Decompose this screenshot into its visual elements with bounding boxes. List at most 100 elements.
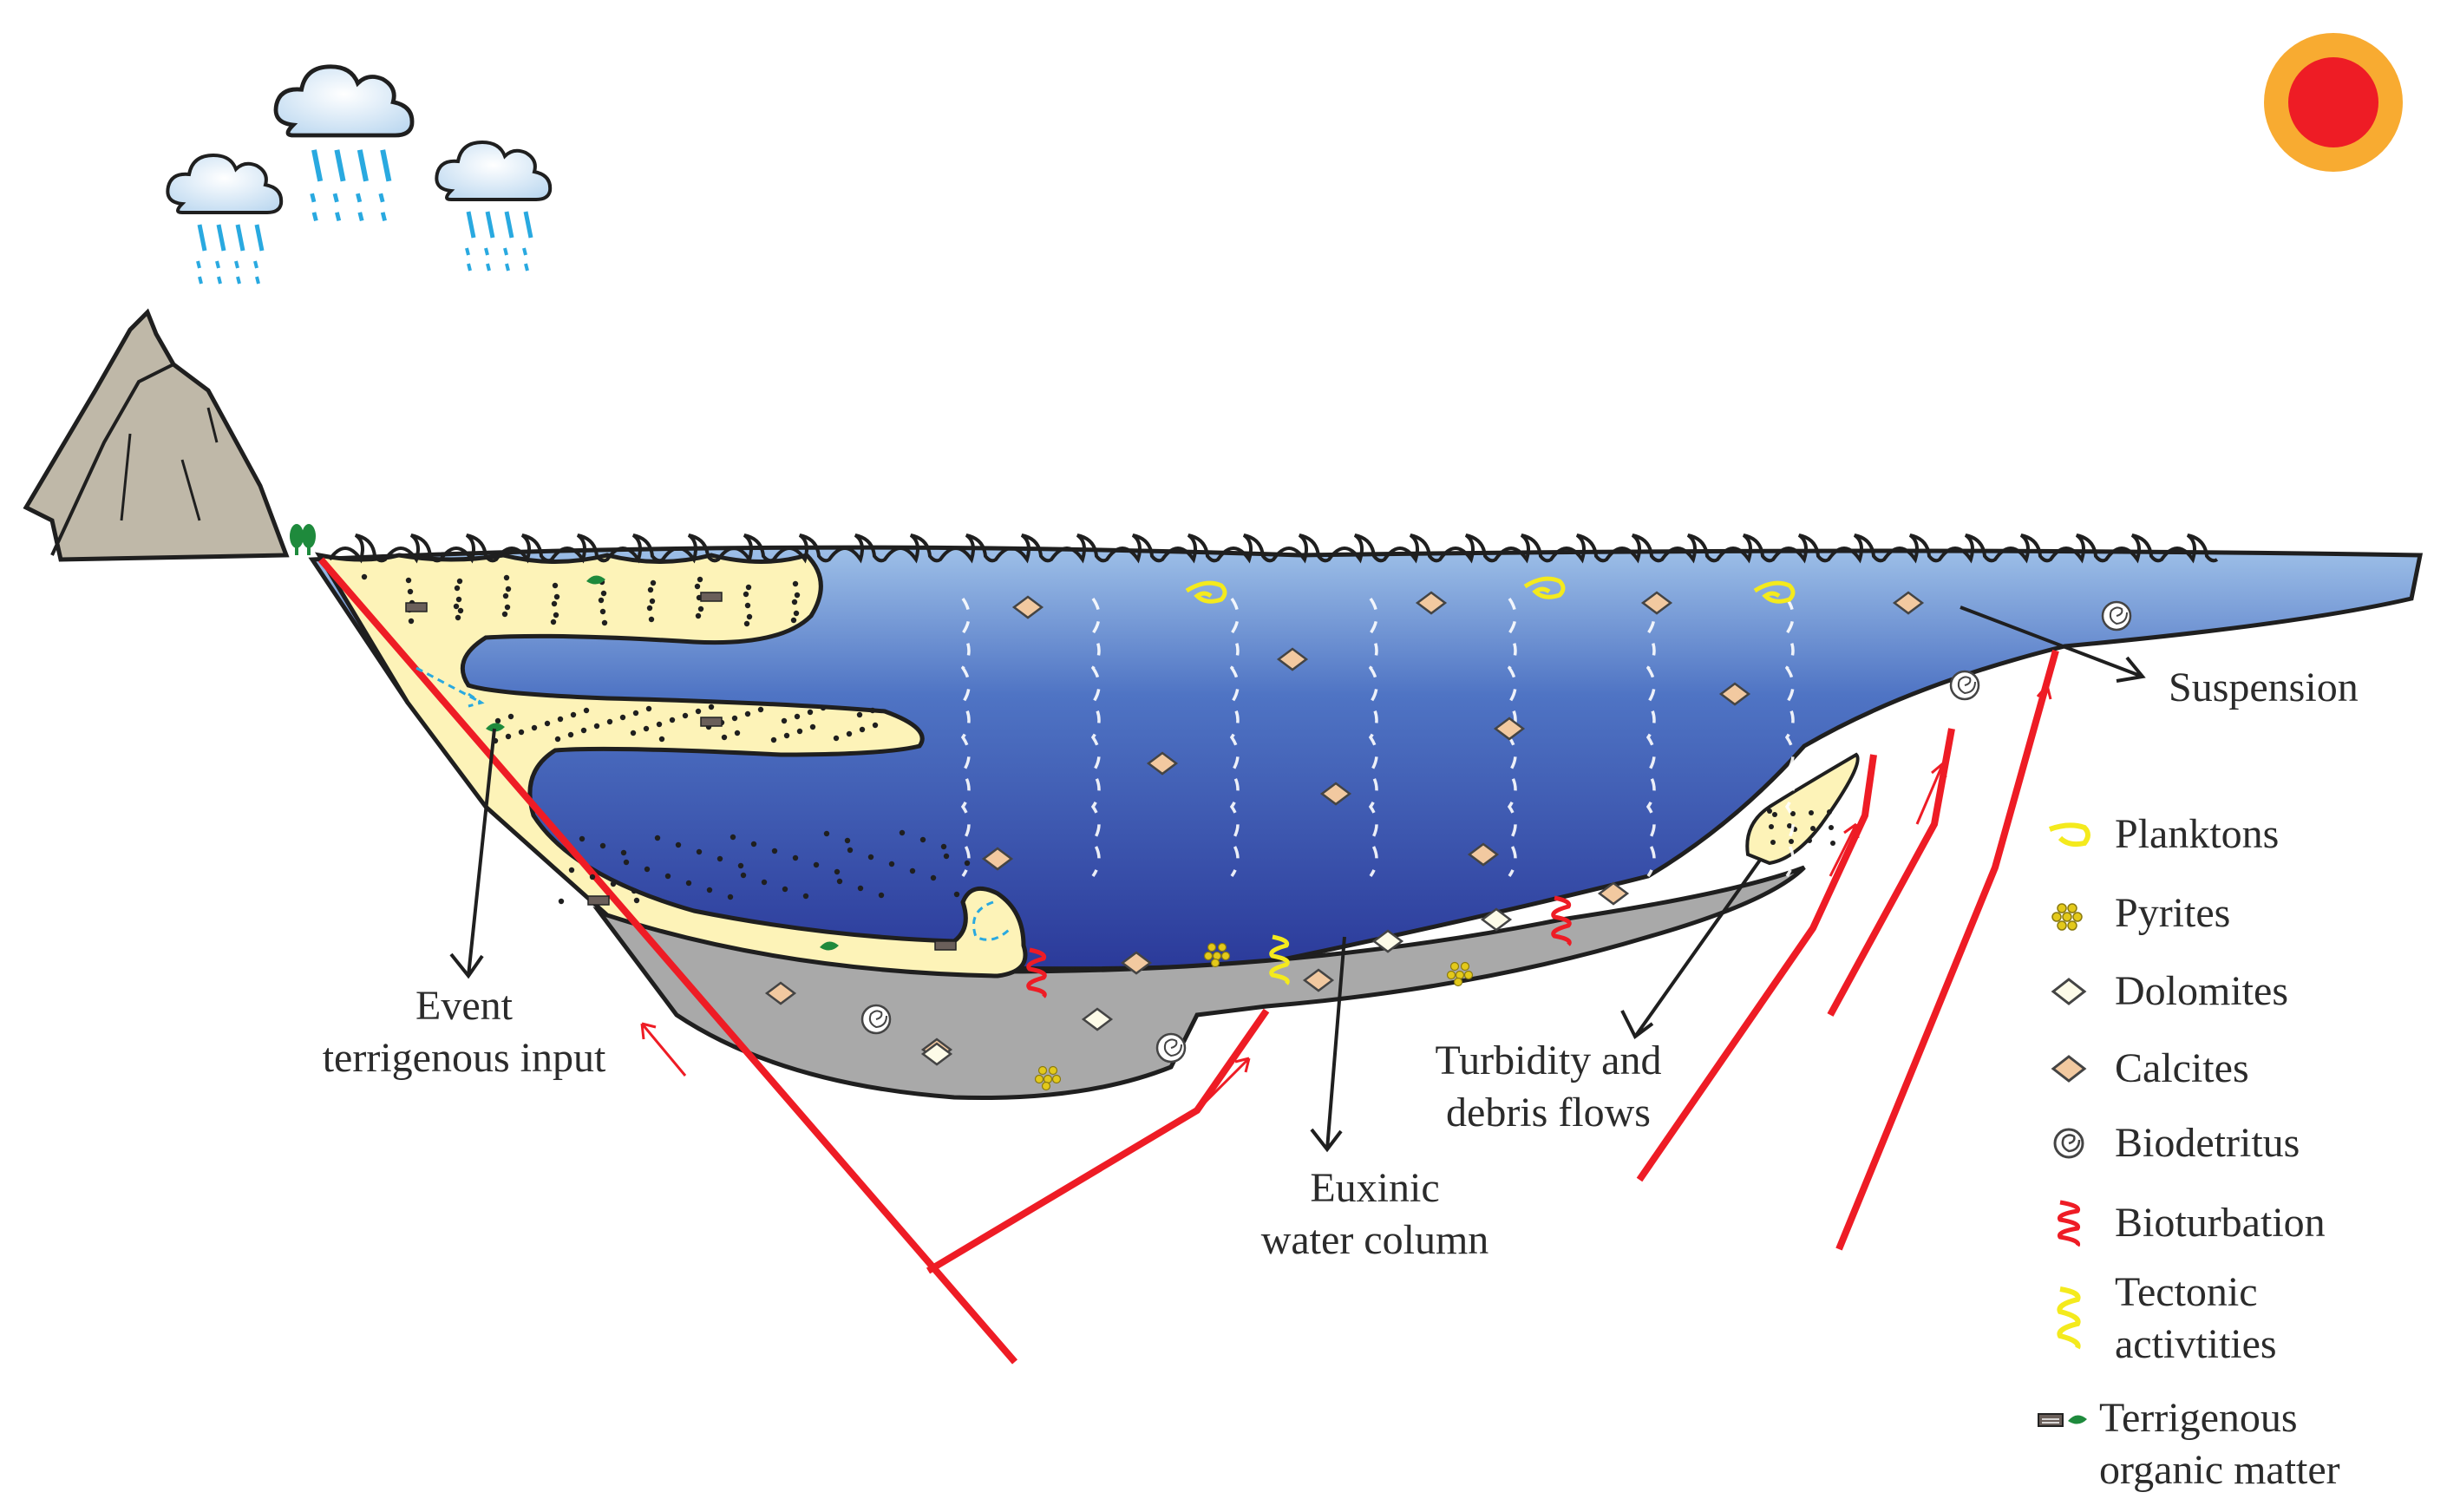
- sand-grain: [836, 878, 843, 885]
- mineral-grains: [405, 575, 2132, 1091]
- rain-drop: [524, 263, 529, 272]
- pyrite-grain: [1041, 1081, 1051, 1091]
- sand-grain: [964, 860, 971, 867]
- sand-grain: [405, 577, 412, 584]
- rain-streak: [523, 211, 533, 239]
- sand-grain: [361, 573, 368, 580]
- pyrite-grain: [1446, 970, 1456, 980]
- sand-grain: [649, 598, 656, 605]
- calcite-grain: [1493, 717, 1526, 741]
- sand-grain: [802, 893, 809, 900]
- sand-grain: [846, 730, 853, 737]
- rain-streak: [197, 224, 207, 252]
- calcite-grain: [981, 847, 1014, 871]
- sand-grain: [633, 897, 640, 904]
- burrow-mark: [1026, 947, 1047, 998]
- sand-grain: [796, 728, 803, 735]
- dolomite-grain: [1371, 929, 1404, 953]
- sand-grain: [809, 723, 816, 730]
- pyrite-grain: [1037, 1065, 1048, 1076]
- legend-item-biodetritus: Biodetritus: [2115, 1120, 2300, 1166]
- sand-grain: [505, 733, 512, 740]
- biodetritus-spiral: [1163, 1038, 1182, 1057]
- sand-grain: [1767, 808, 1772, 814]
- rain-streak: [216, 224, 226, 252]
- sand-grain: [648, 616, 655, 623]
- sand-grain: [647, 586, 654, 593]
- sand-grain: [794, 592, 801, 599]
- sand-grain: [867, 854, 874, 861]
- turbidity-line-2: debris flows: [1446, 1090, 1651, 1136]
- sand-grain: [553, 612, 559, 619]
- suspension-label: Suspension: [2169, 664, 2359, 710]
- pyrite-grain: [1034, 1074, 1044, 1084]
- pyrite-grain: [1463, 970, 1474, 980]
- sand-grain: [583, 707, 590, 714]
- cloud-icon: [435, 140, 553, 272]
- rain-drop: [253, 260, 258, 269]
- dolomite-icon: [2051, 978, 2087, 1005]
- sand-grain: [909, 867, 916, 874]
- tectonic-icon: [2057, 1286, 2081, 1350]
- sand-grain: [1770, 840, 1776, 845]
- sand-grain: [1830, 841, 1835, 846]
- sand-grain: [507, 713, 514, 720]
- biodetritus-spiral: [868, 1010, 887, 1029]
- organic-debris: [934, 940, 957, 951]
- sand-grain: [721, 734, 728, 741]
- sand-grain: [813, 861, 820, 868]
- legend-icons: [2038, 822, 2090, 1427]
- rain-streak: [485, 211, 495, 239]
- sand-grain: [455, 614, 461, 621]
- sand-grain: [675, 841, 682, 848]
- sand-grain: [551, 600, 558, 607]
- rain-streak: [380, 149, 392, 182]
- rain-drop: [332, 193, 339, 203]
- sand-grain: [940, 843, 947, 850]
- organic-debris: [700, 592, 723, 602]
- sand-grain: [716, 855, 723, 862]
- biodetritus-icon: [2053, 1128, 2084, 1159]
- euxinic-line-2: water column: [1260, 1217, 1489, 1263]
- cloud-shape: [273, 64, 415, 138]
- sand-grain: [823, 830, 830, 837]
- organic-debris: [405, 602, 428, 612]
- sand-grain: [557, 716, 564, 723]
- legend-item-pyrites: Pyrites: [2115, 890, 2231, 936]
- sand-grain: [654, 835, 661, 841]
- rain-drop: [465, 247, 470, 256]
- sand-grain: [550, 619, 557, 625]
- euxinic-line-1: Euxinic: [1310, 1165, 1440, 1211]
- sand-grain: [771, 848, 778, 854]
- sand-grain: [737, 862, 744, 869]
- sand-grain: [727, 893, 734, 900]
- sand-grain: [807, 709, 814, 716]
- rain-streak: [254, 224, 265, 252]
- turbidity-line-1: Turbidity and: [1435, 1037, 1662, 1083]
- sand-grain: [632, 710, 639, 717]
- sand-grain: [503, 574, 510, 581]
- sand-grain: [455, 596, 462, 603]
- cloud-icon: [273, 64, 415, 221]
- pyrite-grain: [1460, 961, 1470, 972]
- sand-grain: [593, 723, 600, 730]
- sand-grain: [859, 726, 866, 733]
- sand-grain: [408, 618, 415, 625]
- rain-drop: [310, 193, 317, 203]
- sand-grain: [834, 868, 841, 875]
- pyrite-grain: [1210, 958, 1220, 968]
- mountain: [23, 308, 290, 562]
- legend-item-dolomites: Dolomites: [2115, 968, 2288, 1014]
- cloud-shape: [166, 153, 284, 214]
- calcite-grain: [1011, 595, 1044, 619]
- sand-grain: [757, 706, 764, 713]
- dolomite-grain: [920, 1042, 953, 1066]
- sand-grain: [770, 736, 777, 743]
- rain-drop: [484, 247, 489, 256]
- biodetritus-spiral: [2109, 606, 2128, 625]
- sand-grain: [740, 872, 747, 879]
- dolomite-grain: [1081, 1007, 1114, 1031]
- calcite-grain: [1276, 647, 1309, 671]
- sand-body: [314, 552, 1028, 979]
